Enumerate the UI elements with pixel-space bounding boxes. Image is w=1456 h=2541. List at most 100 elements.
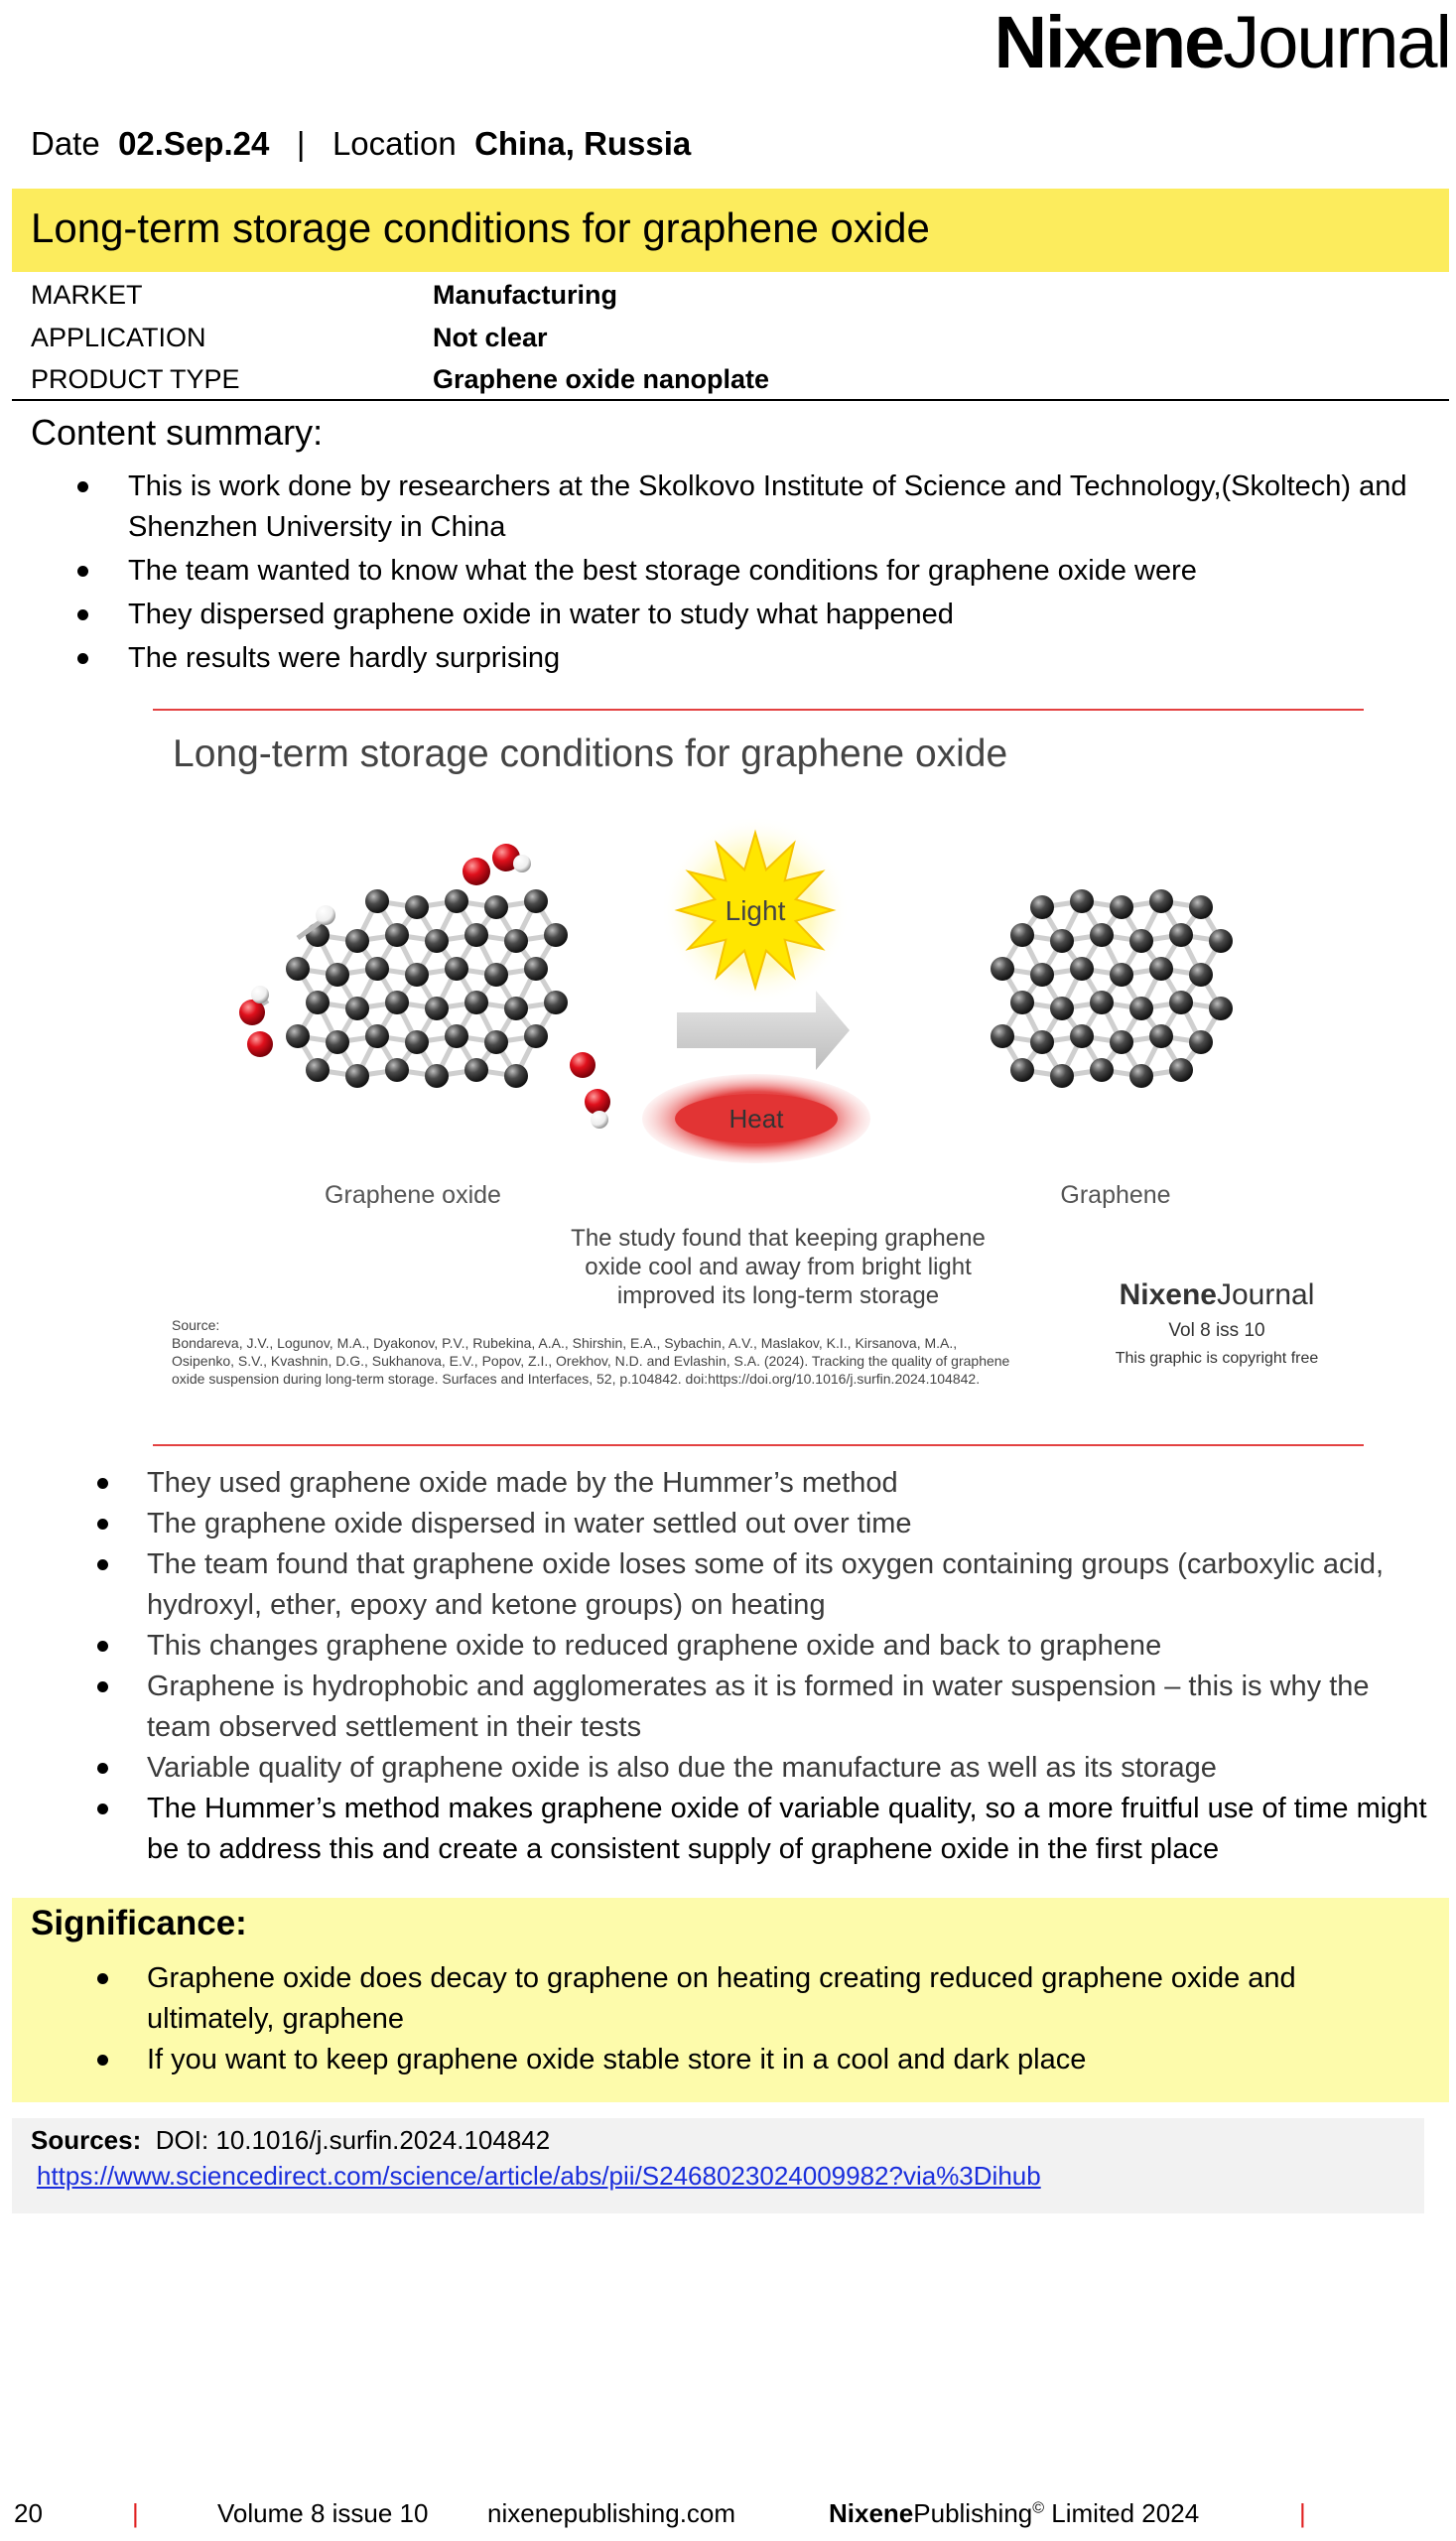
- footer-volume: Volume 8 issue 10: [217, 2498, 429, 2528]
- meta-label-market: MARKET: [31, 280, 143, 310]
- date-label: Date: [31, 125, 100, 162]
- carbon-atom: [1129, 1064, 1153, 1088]
- article-title-bar: Long-term storage conditions for graphen…: [12, 189, 1449, 272]
- figure-source-label: Source:: [172, 1317, 219, 1333]
- carbon-atom: [326, 1030, 349, 1054]
- list-item: Graphene oxide does decay to graphene on…: [97, 1958, 1397, 2040]
- light-label: Light: [726, 895, 786, 926]
- finding-line: oxide cool and away from bright light: [585, 1254, 972, 1280]
- carbon-atom: [1070, 889, 1094, 913]
- carbon-atom: [504, 1064, 528, 1088]
- carbon-atom: [484, 895, 508, 919]
- carbon-atom: [991, 957, 1014, 981]
- carbon-atom: [1050, 929, 1074, 953]
- carbon-atom: [484, 1030, 508, 1054]
- carbon-atom: [1010, 923, 1034, 947]
- summary-list: This is work done by researchers at the …: [77, 467, 1418, 682]
- meta-value-market: Manufacturing: [433, 280, 617, 310]
- heat-icon: Heat: [642, 1074, 870, 1163]
- carbon-atom: [286, 1024, 310, 1048]
- carbon-atom: [425, 929, 449, 953]
- graphene-figure: Light Heat Graphene oxide Graphene The s…: [172, 816, 1319, 1387]
- carbon-atom: [1169, 1058, 1193, 1082]
- carbon-atom: [544, 991, 568, 1014]
- date-value: 02.Sep.24: [118, 125, 270, 162]
- finding-line: improved its long-term storage: [617, 1282, 939, 1309]
- carbon-atom: [1030, 1030, 1054, 1054]
- carbon-atom: [345, 997, 369, 1020]
- list-item: If you want to keep graphene oxide stabl…: [97, 2040, 1397, 2080]
- figure-source-line: Bondareva, J.V., Logunov, M.A., Dyakonov…: [172, 1335, 957, 1351]
- list-item: They dispersed graphene oxide in water t…: [77, 595, 1418, 635]
- findings-list: They used graphene oxide made by the Hum…: [97, 1463, 1437, 1870]
- figure-volume: Vol 8 iss 10: [1168, 1320, 1264, 1341]
- carbon-atom: [286, 957, 310, 981]
- sources-box: [12, 2118, 1424, 2213]
- meta-value-application: Not clear: [433, 323, 548, 352]
- journal-logo: NixeneJournal: [993, 1, 1452, 83]
- carbon-atom: [544, 923, 568, 947]
- source-link[interactable]: https://www.sciencedirect.com/science/ar…: [37, 2161, 1041, 2191]
- carbon-atom: [385, 923, 409, 947]
- footer-publisher: NixenePublishing© Limited 2024: [829, 2498, 1200, 2528]
- significance-list: Graphene oxide does decay to graphene on…: [97, 1958, 1397, 2080]
- carbon-atom: [1169, 923, 1193, 947]
- carbon-atom: [1209, 929, 1233, 953]
- carbon-atom: [524, 889, 548, 913]
- carbon-atom: [1090, 991, 1114, 1014]
- carbon-atom: [445, 889, 468, 913]
- carbon-atom: [1030, 963, 1054, 987]
- carbon-atom: [1209, 997, 1233, 1020]
- carbon-atom: [1070, 1024, 1094, 1048]
- carbon-atom: [1149, 889, 1173, 913]
- significance-heading: Significance:: [31, 1904, 247, 1942]
- summary-heading: Content summary:: [31, 412, 324, 453]
- figure-source-line: Osipenko, S.V., Kvashnin, D.G., Sukhanov…: [172, 1353, 1010, 1369]
- carbon-atom: [326, 963, 349, 987]
- carbon-atom: [1070, 957, 1094, 981]
- carbon-atom: [425, 997, 449, 1020]
- carbon-atom: [1030, 895, 1054, 919]
- carbon-atom: [405, 895, 429, 919]
- dateline-separator: |: [296, 125, 306, 162]
- carbon-atom: [445, 1024, 468, 1048]
- carbon-atom: [484, 963, 508, 987]
- carbon-atom: [1090, 1058, 1114, 1082]
- figure-bottom-rule: [153, 1444, 1364, 1446]
- graphene-lattice: [991, 889, 1233, 1088]
- footer-divider: |: [1299, 2498, 1306, 2528]
- carbon-atom: [1050, 1064, 1074, 1088]
- figure-top-rule: [153, 709, 1364, 711]
- meta-label-application: APPLICATION: [31, 323, 206, 352]
- carbon-atom: [405, 1030, 429, 1054]
- location-label: Location: [331, 125, 457, 162]
- sources-line: Sources: DOI: 10.1016/j.surfin.2024.1048…: [31, 2125, 550, 2156]
- list-item: Graphene is hydrophobic and agglomerates…: [97, 1667, 1437, 1748]
- sources-doi: DOI: 10.1016/j.surfin.2024.104842: [155, 2125, 551, 2155]
- carbon-atom: [1169, 991, 1193, 1014]
- carbon-atom: [345, 929, 369, 953]
- carbon-atom: [1149, 1024, 1173, 1048]
- carbon-atom: [306, 1058, 330, 1082]
- carbon-atom: [1050, 997, 1074, 1020]
- list-item: The Hummer’s method makes graphene oxide…: [97, 1789, 1437, 1870]
- meta-label-product-type: PRODUCT TYPE: [31, 364, 240, 394]
- carbon-atom: [385, 991, 409, 1014]
- carbon-atom: [385, 1058, 409, 1082]
- carbon-atom: [1189, 1030, 1213, 1054]
- figure-copyright: This graphic is copyright free: [1116, 1350, 1319, 1367]
- carbon-atom: [1189, 895, 1213, 919]
- carbon-atom: [1129, 997, 1153, 1020]
- list-item: This changes graphene oxide to reduced g…: [97, 1626, 1437, 1667]
- dateline: Date 02.Sep.24 | Location China, Russia: [31, 125, 691, 163]
- carbon-atom: [1110, 1030, 1133, 1054]
- carbon-atom: [1110, 895, 1133, 919]
- figure-source-line: oxide suspension during long-term storag…: [172, 1371, 980, 1387]
- carbon-atom: [524, 1024, 548, 1048]
- list-item: Variable quality of graphene oxide is al…: [97, 1748, 1437, 1789]
- meta-divider: [12, 399, 1449, 401]
- article-title: Long-term storage conditions for graphen…: [31, 204, 930, 251]
- footer-divider: |: [132, 2498, 139, 2528]
- carbon-atom: [504, 929, 528, 953]
- carbon-atom: [306, 991, 330, 1014]
